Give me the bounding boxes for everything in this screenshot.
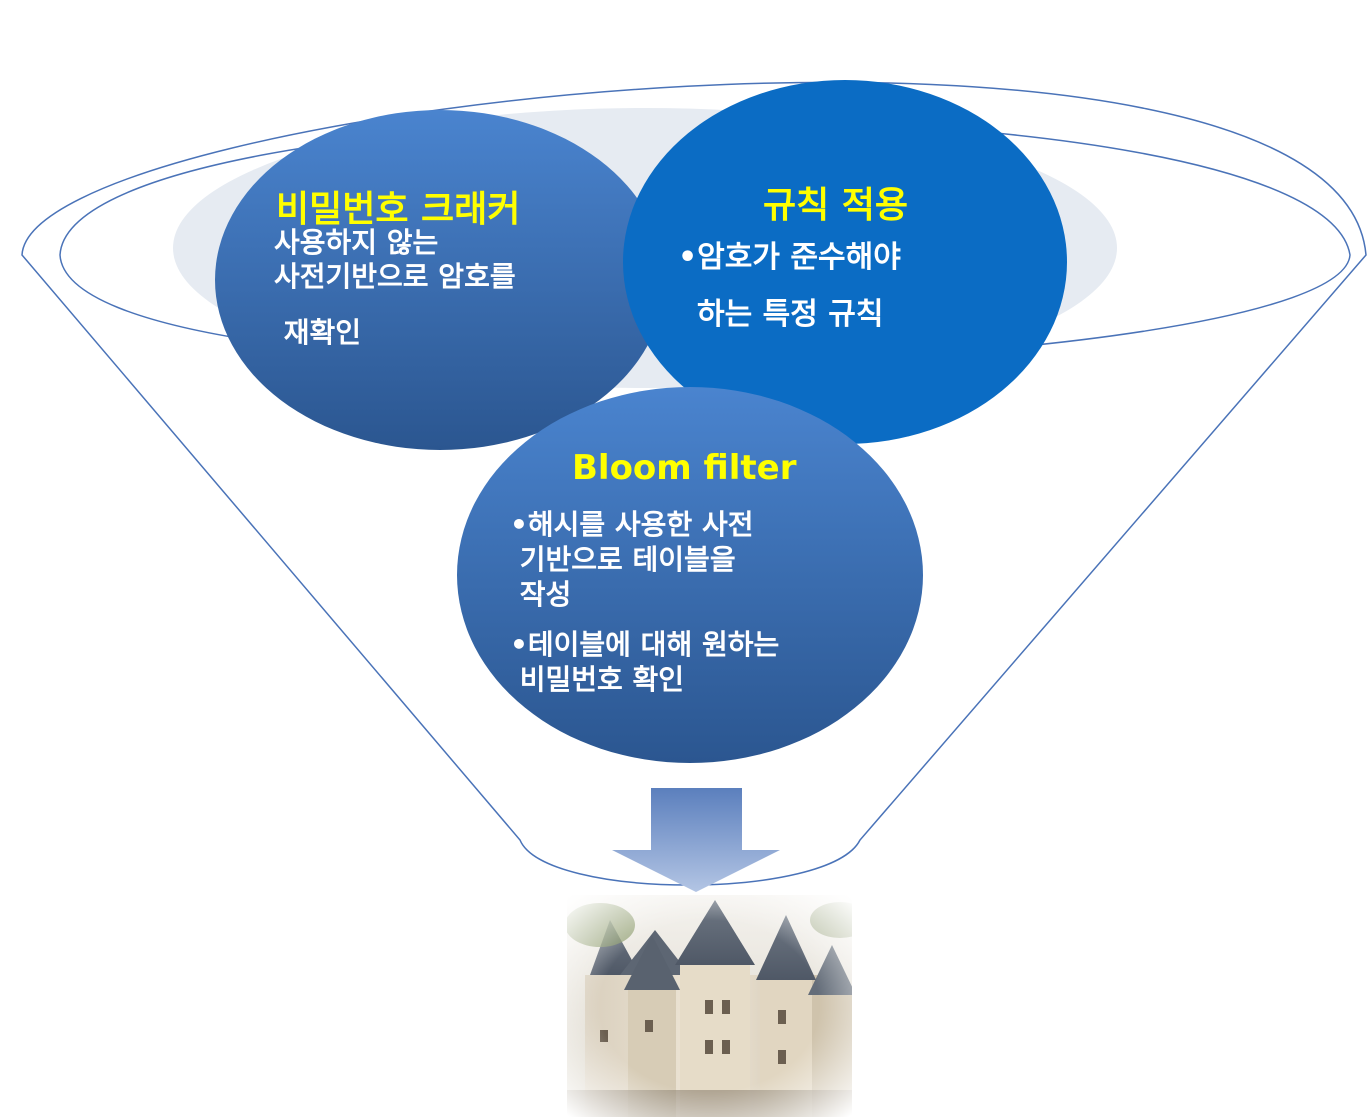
right-circle bbox=[623, 80, 1067, 444]
right-circle-title: 규칙 적용 bbox=[763, 185, 909, 226]
bottom-bullet-2-line-1: •테이블에 대해 원하는 bbox=[510, 628, 780, 661]
bottom-bullet-1-line-1: •해시를 사용한 사전 bbox=[510, 508, 754, 541]
right-circle-line-1: •암호가 준수해야 bbox=[678, 240, 901, 275]
bottom-bullet-2-line-2: 비밀번호 확인 bbox=[510, 663, 685, 696]
left-circle-line-3: 재확인 bbox=[274, 316, 362, 349]
right-circle-line-2: 하는 특정 규칙 bbox=[697, 297, 884, 332]
left-circle-line-1: 사용하지 않는 bbox=[274, 226, 439, 259]
funnel-outer-outline bbox=[21, 81, 1367, 886]
left-circle-title: 비밀번호 크래커 bbox=[276, 189, 521, 230]
castle-photo bbox=[567, 895, 852, 1117]
bottom-bullet-1-line-3: 작성 bbox=[510, 578, 572, 611]
down-arrow-icon bbox=[612, 788, 780, 892]
left-circle bbox=[215, 110, 665, 450]
bottom-bullet-1-line-2: 기반으로 테이블을 bbox=[510, 543, 736, 576]
left-circle-line-2: 사전기반으로 암호를 bbox=[274, 260, 516, 293]
bottom-circle-title: Bloom filter bbox=[572, 448, 797, 488]
bottom-circle bbox=[457, 387, 923, 763]
